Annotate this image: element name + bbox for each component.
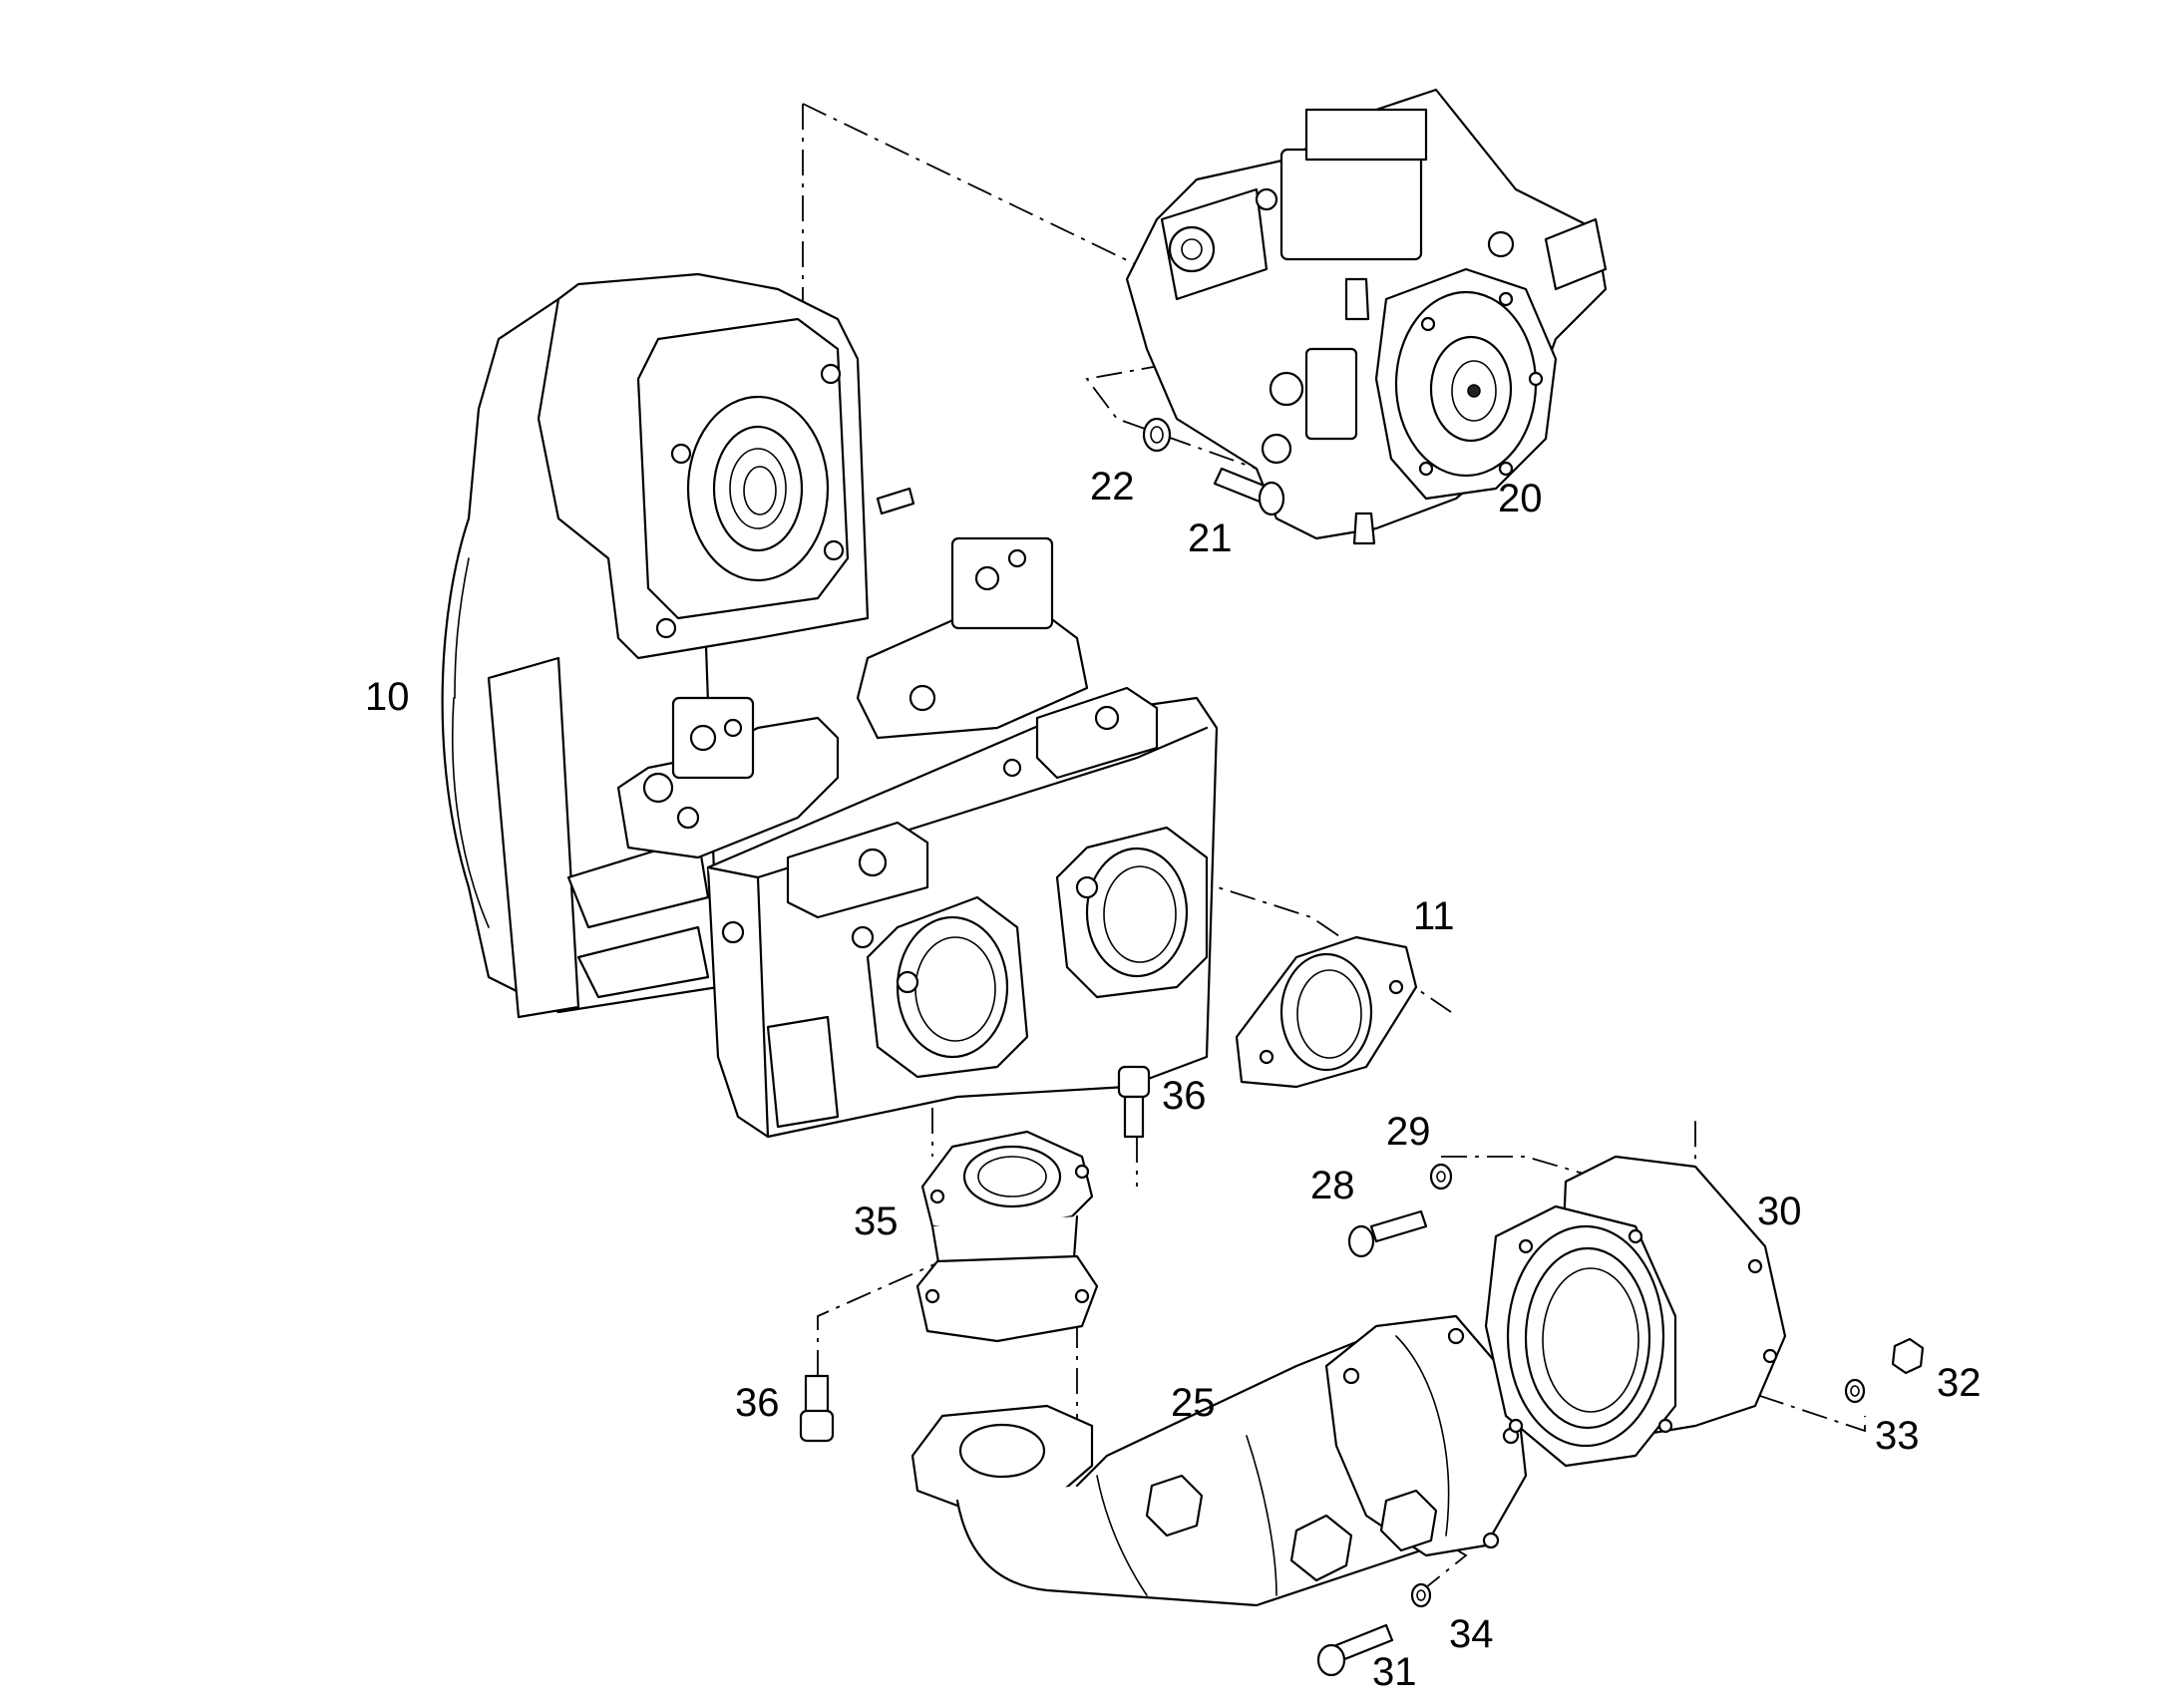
callout-36-bottom: 36 (735, 1381, 780, 1425)
part-35-adapter (915, 1130, 1099, 1343)
part-22-washer (1142, 417, 1172, 453)
callout-20: 20 (1498, 477, 1543, 520)
part-11-gasket (1235, 935, 1418, 1089)
callout-22: 22 (1090, 465, 1135, 509)
hex-plug-2 (1289, 1514, 1353, 1582)
part-36-screw-bottom (799, 1374, 835, 1443)
callout-30: 30 (1757, 1190, 1802, 1233)
callout-10: 10 (365, 675, 410, 719)
part-32-nut (1891, 1337, 1925, 1375)
callout-28: 28 (1310, 1164, 1355, 1207)
callout-25: 25 (1171, 1381, 1216, 1425)
part-28-screw (1347, 1209, 1428, 1258)
callout-29: 29 (1386, 1110, 1431, 1154)
callout-34: 34 (1449, 1612, 1494, 1656)
hex-plug-1 (1145, 1474, 1204, 1537)
callout-35: 35 (854, 1199, 899, 1243)
part-10-gearbox-housing (441, 272, 1219, 1139)
pump-control-block (1279, 148, 1423, 261)
part-33-washer (1844, 1378, 1866, 1404)
part-30-flange-housing (1484, 1155, 1787, 1468)
callout-33: 33 (1875, 1414, 1920, 1458)
part-29-washer (1429, 1163, 1453, 1191)
leader-30-32 (1714, 1380, 1866, 1433)
elbow-flange (1324, 1314, 1528, 1557)
part-31-screw (1316, 1623, 1394, 1677)
part-34-washer (1410, 1582, 1432, 1608)
callout-21: 21 (1188, 516, 1233, 560)
part-36-screw-top (1117, 1065, 1151, 1139)
callout-labels: 10 11 20 21 22 25 28 29 30 31 32 33 34 3… (365, 465, 1982, 1694)
part-20-hydraulic-pump (1125, 88, 1608, 545)
part-25-elbow-pipe (910, 1314, 1528, 1607)
callout-11: 11 (1413, 894, 1455, 938)
part-21-screw (1213, 467, 1285, 516)
callout-32: 32 (1937, 1361, 1982, 1405)
callout-36-top: 36 (1162, 1074, 1207, 1118)
hex-plug-3 (1379, 1489, 1438, 1552)
callout-31: 31 (1372, 1650, 1417, 1694)
